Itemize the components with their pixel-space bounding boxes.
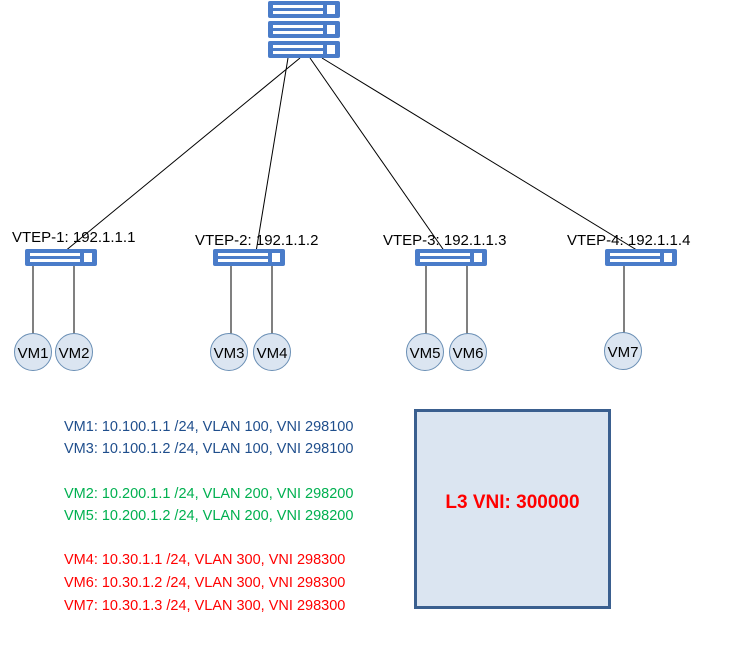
info-line-vm2: VM2: 10.200.1.1 /24, VLAN 200, VNI 29820…	[64, 486, 354, 502]
vtep-3-switch-icon	[415, 249, 487, 266]
vm-label: VM2	[59, 345, 90, 362]
vm-label: VM7	[608, 344, 639, 361]
info-line-vm5: VM5: 10.200.1.2 /24, VLAN 200, VNI 29820…	[64, 508, 354, 524]
link-core-vtep3	[309, 57, 446, 253]
info-line-vm4: VM4: 10.30.1.1 /24, VLAN 300, VNI 298300	[64, 552, 346, 568]
vtep-4-switch-icon	[605, 249, 677, 266]
vm-label: VM5	[410, 345, 441, 362]
vm-label: VM4	[257, 345, 288, 362]
l3-vni-label: L3 VNI: 300000	[445, 492, 580, 513]
link-core-vtep2	[255, 57, 289, 253]
vtep-2-switch-icon	[213, 249, 285, 266]
vtep-4-label: VTEP-4: 192.1.1.4	[567, 232, 690, 249]
vm-node: VM6	[449, 333, 487, 371]
info-line-vm7: VM7: 10.30.1.3 /24, VLAN 300, VNI 298300	[64, 598, 346, 614]
vm-label: VM3	[214, 345, 245, 362]
vm-label: VM6	[453, 345, 484, 362]
info-line-vm6: VM6: 10.30.1.2 /24, VLAN 300, VNI 298300	[64, 575, 346, 591]
vtep-3-label: VTEP-3: 192.1.1.3	[383, 232, 506, 249]
vm-node: VM4	[253, 333, 291, 371]
info-line-vm1: VM1: 10.100.1.1 /24, VLAN 100, VNI 29810…	[64, 419, 354, 435]
vm-node: VM1	[14, 333, 52, 371]
link-core-vtep4	[321, 57, 641, 253]
info-line-vm3: VM3: 10.100.1.2 /24, VLAN 100, VNI 29810…	[64, 441, 354, 457]
link-core-vtep1	[63, 57, 301, 253]
vtep-2-label: VTEP-2: 192.1.1.2	[195, 232, 318, 249]
core-switch-icon	[268, 1, 340, 58]
vtep-1-switch-icon	[25, 249, 97, 266]
vm-node: VM7	[604, 332, 642, 370]
vm-node: VM3	[210, 333, 248, 371]
vm-label: VM1	[18, 345, 49, 362]
vm-links	[32, 266, 625, 334]
vtep-1-label: VTEP-1: 192.1.1.1	[12, 229, 135, 246]
l3-vni-box: L3 VNI: 300000	[414, 409, 611, 609]
vm-node: VM2	[55, 333, 93, 371]
core-links	[63, 57, 641, 253]
vm-node: VM5	[406, 333, 444, 371]
